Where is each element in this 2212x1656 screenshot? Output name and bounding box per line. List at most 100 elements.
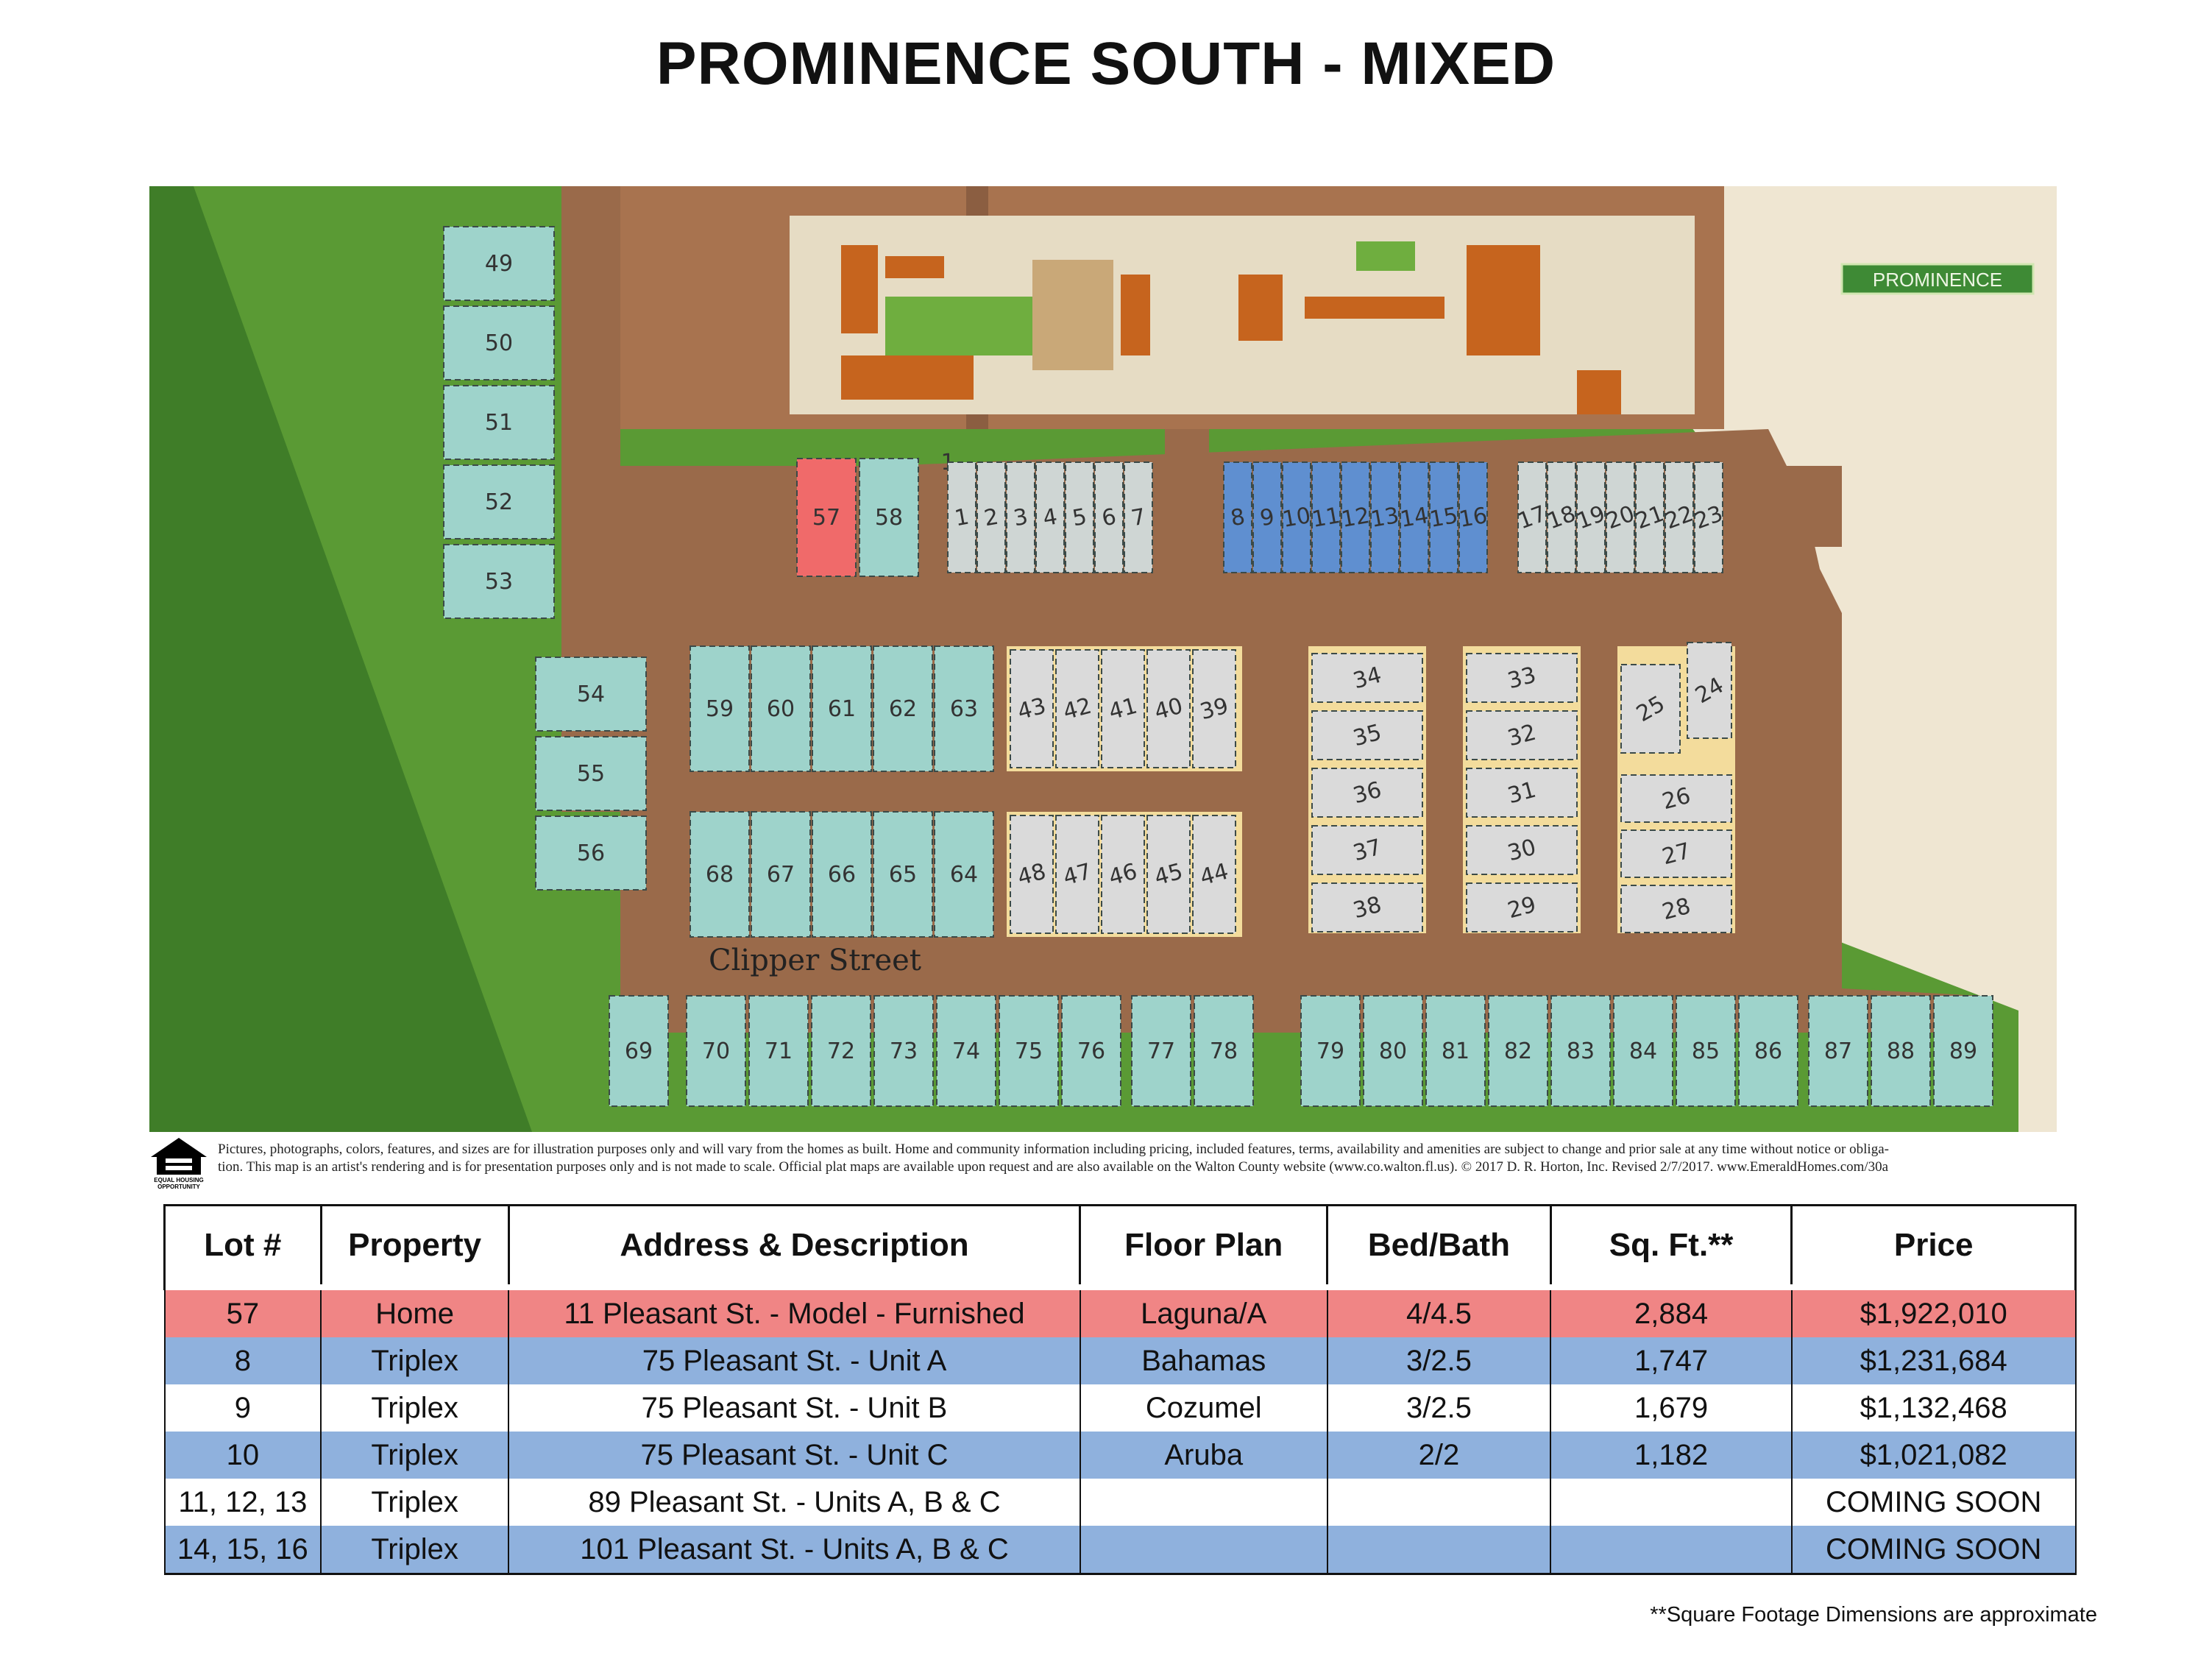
lot: 10 [1280, 461, 1313, 573]
lot-number: 70 [702, 1038, 730, 1064]
lot: 13 [1369, 461, 1401, 573]
lot: 18 [1544, 461, 1579, 573]
lot: 45 [1146, 815, 1191, 934]
lot-number: 13 [1369, 503, 1401, 533]
lot-outline [1223, 461, 1252, 573]
lot-outline [1192, 815, 1236, 934]
lot-number: 77 [1147, 1038, 1175, 1064]
lot: 23 [1691, 461, 1726, 573]
cell-floor-plan: Bahamas [1079, 1337, 1328, 1384]
lot-outline [748, 995, 809, 1107]
lot-outline [1665, 461, 1694, 573]
lot-outline [535, 657, 647, 732]
lot-number: 76 [1077, 1038, 1105, 1064]
lot-outline [443, 305, 555, 381]
lot-outline [936, 995, 996, 1107]
lot-outline [1146, 815, 1191, 934]
cell-property: Home [320, 1290, 510, 1337]
lot-number: 73 [890, 1038, 918, 1064]
site-map-svg: 4950515253545556575811234567891011121314… [149, 186, 2057, 1132]
header-price: Price [1790, 1204, 2077, 1284]
lot: 28 [1620, 885, 1732, 933]
lot-outline [1065, 461, 1094, 573]
lot: 89 [1933, 995, 1993, 1107]
lot-outline [812, 645, 872, 772]
lot-outline [1738, 995, 1798, 1107]
lot: 35 [1311, 710, 1423, 760]
lot-outline [1620, 664, 1681, 754]
lot-outline [976, 461, 1006, 573]
lot: 81 [1425, 995, 1486, 1107]
lot-outline [1808, 995, 1868, 1107]
lot-outline [934, 811, 994, 938]
lot-number: 82 [1504, 1038, 1532, 1064]
lot-outline [1871, 995, 1931, 1107]
lot: 24 [1687, 642, 1732, 739]
lot: 65 [873, 811, 933, 938]
lot: 15 [1428, 461, 1460, 573]
header-property: Property [319, 1204, 510, 1284]
lot-number: 15 [1428, 503, 1460, 533]
lot-outline [1363, 995, 1423, 1107]
lot: 59 [690, 645, 750, 772]
cell-floor-plan: Laguna/A [1079, 1290, 1328, 1337]
lot: 46 [1101, 815, 1145, 934]
lot-number: 64 [950, 862, 978, 888]
lot-outline [947, 461, 976, 573]
lot-number: 59 [706, 696, 734, 722]
lot: 47 [1055, 815, 1099, 934]
cell-price: $1,132,468 [1790, 1384, 2077, 1432]
cell-lot: 9 [163, 1384, 322, 1432]
lot-number: 85 [1692, 1038, 1720, 1064]
lot-outline [751, 811, 811, 938]
lot-number: 80 [1379, 1038, 1407, 1064]
lot-outline [1429, 461, 1458, 573]
lot-number: 49 [485, 251, 513, 277]
cell-bed-bath: 3/2.5 [1326, 1384, 1552, 1432]
lot: 14 [1398, 461, 1431, 573]
lot-number: 51 [485, 410, 513, 436]
cell-property: Triplex [320, 1479, 510, 1526]
lot-number: 88 [1887, 1038, 1915, 1064]
cell-bed-bath [1326, 1479, 1552, 1526]
lot: 27 [1620, 829, 1732, 878]
lot-number: 16 [1457, 503, 1489, 533]
lot: 17 [1514, 461, 1550, 573]
header-floor-plan: Floor Plan [1079, 1204, 1329, 1284]
lots-table: Lot # Property Address & Description Flo… [163, 1204, 2077, 1575]
lot-number: 87 [1824, 1038, 1852, 1064]
lot-number: 57 [812, 505, 840, 531]
lot: 79 [1300, 995, 1361, 1107]
cell-sqft: 1,747 [1550, 1337, 1793, 1384]
lot-outline [1311, 653, 1423, 703]
cell-lot: 14, 15, 16 [163, 1526, 322, 1575]
eho-text-1: EQUAL HOUSING [154, 1177, 203, 1183]
lot: 67 [751, 811, 811, 938]
lot-number: 72 [827, 1038, 855, 1064]
disclaimer-line-1: Pictures, photographs, colors, features,… [218, 1142, 1889, 1157]
lot: 38 [1311, 882, 1423, 933]
lot-outline [1061, 995, 1121, 1107]
lot-outline [1055, 815, 1099, 934]
lot-outline [1687, 642, 1732, 739]
lot-outline [1124, 461, 1153, 573]
lot-number: 86 [1754, 1038, 1782, 1064]
lot: 40 [1146, 649, 1191, 768]
lot: 54 [535, 657, 647, 732]
lot-outline [1933, 995, 1993, 1107]
header-address: Address & Description [507, 1204, 1082, 1284]
lot: 72 [811, 995, 871, 1107]
lot: 16 [1457, 461, 1489, 573]
lot: 76 [1061, 995, 1121, 1107]
lot-outline [535, 815, 647, 891]
cell-lot: 8 [163, 1337, 322, 1384]
lot: 7 [1124, 461, 1153, 573]
lot: 34 [1311, 653, 1423, 703]
lot-number: 12 [1339, 503, 1372, 533]
lot-number: 79 [1316, 1038, 1344, 1064]
lot-outline [1341, 461, 1370, 573]
lot-outline [1035, 461, 1065, 573]
